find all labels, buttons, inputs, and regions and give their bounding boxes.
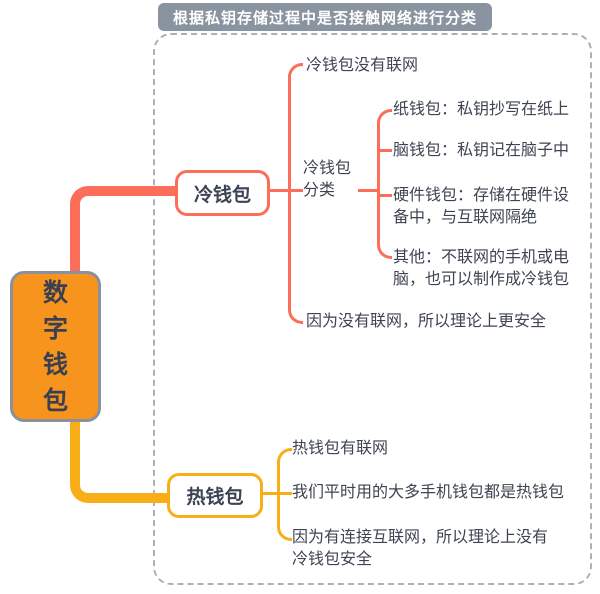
hot-child-mobile-wallets[interactable]: 我们平时用的大多手机钱包都是热钱包 bbox=[292, 484, 565, 501]
cold-child-safer-reason[interactable]: 因为没有联网，所以理论上更安全 bbox=[306, 313, 547, 330]
hot-child-has-internet[interactable]: 热钱包有联网 bbox=[292, 440, 389, 457]
connector-hot-to-trunk bbox=[263, 492, 292, 495]
category-other-wallet[interactable]: 其他：不联网的手机或电脑，也可以制作成冷钱包 bbox=[393, 249, 570, 288]
hot-wallet-node[interactable]: 热钱包 bbox=[167, 473, 263, 518]
connector-root-to-cold bbox=[70, 186, 180, 276]
connector-category-to-subtrunk bbox=[358, 189, 378, 192]
group-frame-border bbox=[153, 33, 592, 585]
category-paper-wallet[interactable]: 纸钱包：私钥抄写在纸上 bbox=[393, 101, 570, 118]
root-node-label: 数字钱包 bbox=[42, 278, 68, 415]
classification-banner-label: 根据私钥存储过程中是否接触网络进行分类 bbox=[173, 9, 478, 27]
category-hardware-wallet[interactable]: 硬件钱包：存储在硬件设备中，与互联网隔绝 bbox=[393, 187, 570, 226]
connector-category-children-bracket bbox=[377, 109, 392, 259]
connector-root-to-hot bbox=[70, 418, 170, 503]
classification-banner: 根据私钥存储过程中是否接触网络进行分类 bbox=[158, 3, 493, 31]
connector-brain-wallet-tick bbox=[377, 149, 392, 152]
cold-child-category-node[interactable]: 冷钱包分类 bbox=[303, 160, 352, 199]
connector-cold-children-bracket bbox=[288, 63, 303, 324]
root-node[interactable]: 数字钱包 bbox=[10, 271, 101, 422]
cold-child-no-internet[interactable]: 冷钱包没有联网 bbox=[306, 57, 419, 74]
hot-wallet-node-label: 热钱包 bbox=[186, 487, 244, 508]
connector-hardware-wallet-tick bbox=[377, 194, 392, 197]
category-brain-wallet[interactable]: 脑钱包：私钥记在脑子中 bbox=[393, 142, 570, 159]
connector-cold-to-trunk bbox=[270, 189, 303, 192]
cold-wallet-node-label: 冷钱包 bbox=[193, 184, 251, 206]
cold-wallet-node[interactable]: 冷钱包 bbox=[175, 170, 270, 216]
hot-child-less-safe-reason[interactable]: 因为有连接互联网，所以理论上没有冷钱包安全 bbox=[292, 529, 549, 568]
